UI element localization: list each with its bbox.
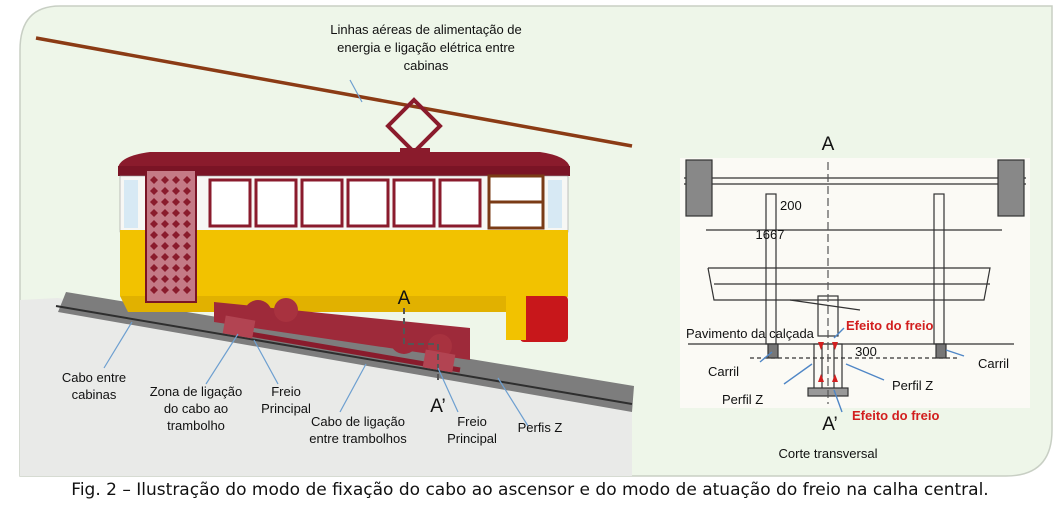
door-lattice-mark	[183, 198, 191, 206]
tram-bumper	[520, 296, 568, 342]
door-lattice-mark	[172, 187, 180, 195]
tram-window	[346, 178, 390, 228]
cable-line	[55, 305, 633, 405]
cable-between-label-1: Cabo entre	[62, 370, 126, 385]
door-lattice-mark	[150, 198, 158, 206]
door-lattice-mark	[150, 209, 158, 217]
door-lattice-mark	[172, 264, 180, 272]
a-bottom-label: A’	[822, 414, 837, 435]
dim-200-label: 200	[780, 198, 802, 213]
tram-bogie	[214, 298, 470, 373]
door-lattice-mark	[161, 176, 169, 184]
door-lattice-mark	[183, 209, 191, 217]
cross-section-drawing: 1667 300 200 A A’ Pavimento da calçada E…	[680, 134, 1030, 461]
door-lattice-mark	[161, 198, 169, 206]
section-a-label: A	[398, 288, 411, 309]
door-lattice-mark	[183, 275, 191, 283]
tram-window	[392, 178, 436, 228]
figure-caption: Fig. 2 – Ilustração do modo de fixação d…	[71, 480, 989, 500]
door-lattice-mark	[183, 253, 191, 261]
door-lattice-mark	[183, 220, 191, 228]
cable-link-label-1: Cabo de ligação	[311, 414, 405, 429]
door-lattice-mark	[183, 286, 191, 294]
cable-link-label-2: entre trambolhos	[309, 431, 407, 446]
door-lattice-mark	[150, 286, 158, 294]
overhead-label-2: energia e ligação elétrica entre	[337, 40, 515, 55]
door-lattice-mark	[183, 176, 191, 184]
cross-section-label: Corte transversal	[779, 446, 878, 461]
door-lattice-mark	[161, 242, 169, 250]
door-lattice-mark	[172, 275, 180, 283]
overhead-label-1: Linhas aéreas de alimentação de	[330, 22, 522, 37]
door-lattice-mark	[172, 176, 180, 184]
door-lattice-mark	[172, 242, 180, 250]
door-lattice-mark	[150, 253, 158, 261]
drawing-paper	[680, 158, 1030, 408]
door-lattice-mark	[172, 198, 180, 206]
door-lattice-mark	[161, 253, 169, 261]
door-lattice-mark	[172, 231, 180, 239]
brake-main-1-label-2: Principal	[261, 401, 311, 416]
cable-zone-label-3: trambolho	[167, 418, 225, 433]
tram-window	[300, 178, 344, 228]
door-lattice-mark	[161, 231, 169, 239]
door-lattice-mark	[183, 264, 191, 272]
door-lattice-mark	[150, 275, 158, 283]
door-lattice-mark	[161, 275, 169, 283]
door-lattice-mark	[150, 176, 158, 184]
door-lattice-mark	[183, 242, 191, 250]
dim-667-label: 1667	[756, 227, 785, 242]
door-lattice-mark	[150, 220, 158, 228]
tram-illustration: Linhas aéreas de alimentação de energia …	[20, 22, 634, 476]
profiles-z-label: Perfis Z	[518, 420, 563, 435]
tram-roof	[118, 152, 570, 168]
a-top-label: A	[822, 134, 835, 155]
ground	[20, 298, 632, 476]
dim-300-label: 300	[855, 344, 877, 359]
brake-effect-arrows	[818, 342, 838, 382]
door-lattice-mark	[150, 242, 158, 250]
cable-between-label-2: cabinas	[72, 387, 117, 402]
cable-zone-label-1: Zona de ligação	[150, 384, 243, 399]
brake-main-1-label-1: Freio	[271, 384, 301, 399]
door-lattice-mark	[150, 264, 158, 272]
door-lattice-mark	[183, 187, 191, 195]
door-lattice-mark	[161, 220, 169, 228]
brake-effect-top-label: Efeito do freio	[846, 318, 933, 333]
tram-window	[438, 178, 482, 228]
door-lattice-mark	[172, 286, 180, 294]
brake-main-2-label-2: Principal	[447, 431, 497, 446]
door-lattice-mark	[161, 209, 169, 217]
door-lattice-mark	[172, 209, 180, 217]
tram-windows	[208, 178, 482, 228]
tram-window	[208, 178, 252, 228]
door-lattice-mark	[172, 253, 180, 261]
overhead-wire	[35, 36, 633, 148]
door-lattice-mark	[183, 231, 191, 239]
overhead-label-3: cabinas	[404, 58, 449, 73]
right-pointer-lines	[759, 327, 965, 413]
cable-zone-label-2: do cabo ao	[164, 401, 228, 416]
pointer-lines	[103, 79, 529, 427]
door-lattice-mark	[161, 286, 169, 294]
section-a-prime-label: A’	[430, 396, 445, 417]
section-line	[403, 308, 439, 384]
profile-z-right-label: Perfil Z	[892, 378, 933, 393]
door-lattice-mark	[172, 220, 180, 228]
pavement-label: Pavimento da calçada	[686, 326, 815, 341]
door-lattice-mark	[150, 187, 158, 195]
brake-main-2-label-1: Freio	[457, 414, 487, 429]
rail-left-label: Carril	[708, 364, 739, 379]
tram-window	[254, 178, 298, 228]
rail-right-label: Carril	[978, 356, 1009, 371]
door-lattice-mark	[150, 231, 158, 239]
profile-z-left-label: Perfil Z	[722, 392, 763, 407]
brake-effect-bottom-label: Efeito do freio	[852, 408, 939, 423]
door-lattice-mark	[161, 264, 169, 272]
door-lattice-mark	[161, 187, 169, 195]
